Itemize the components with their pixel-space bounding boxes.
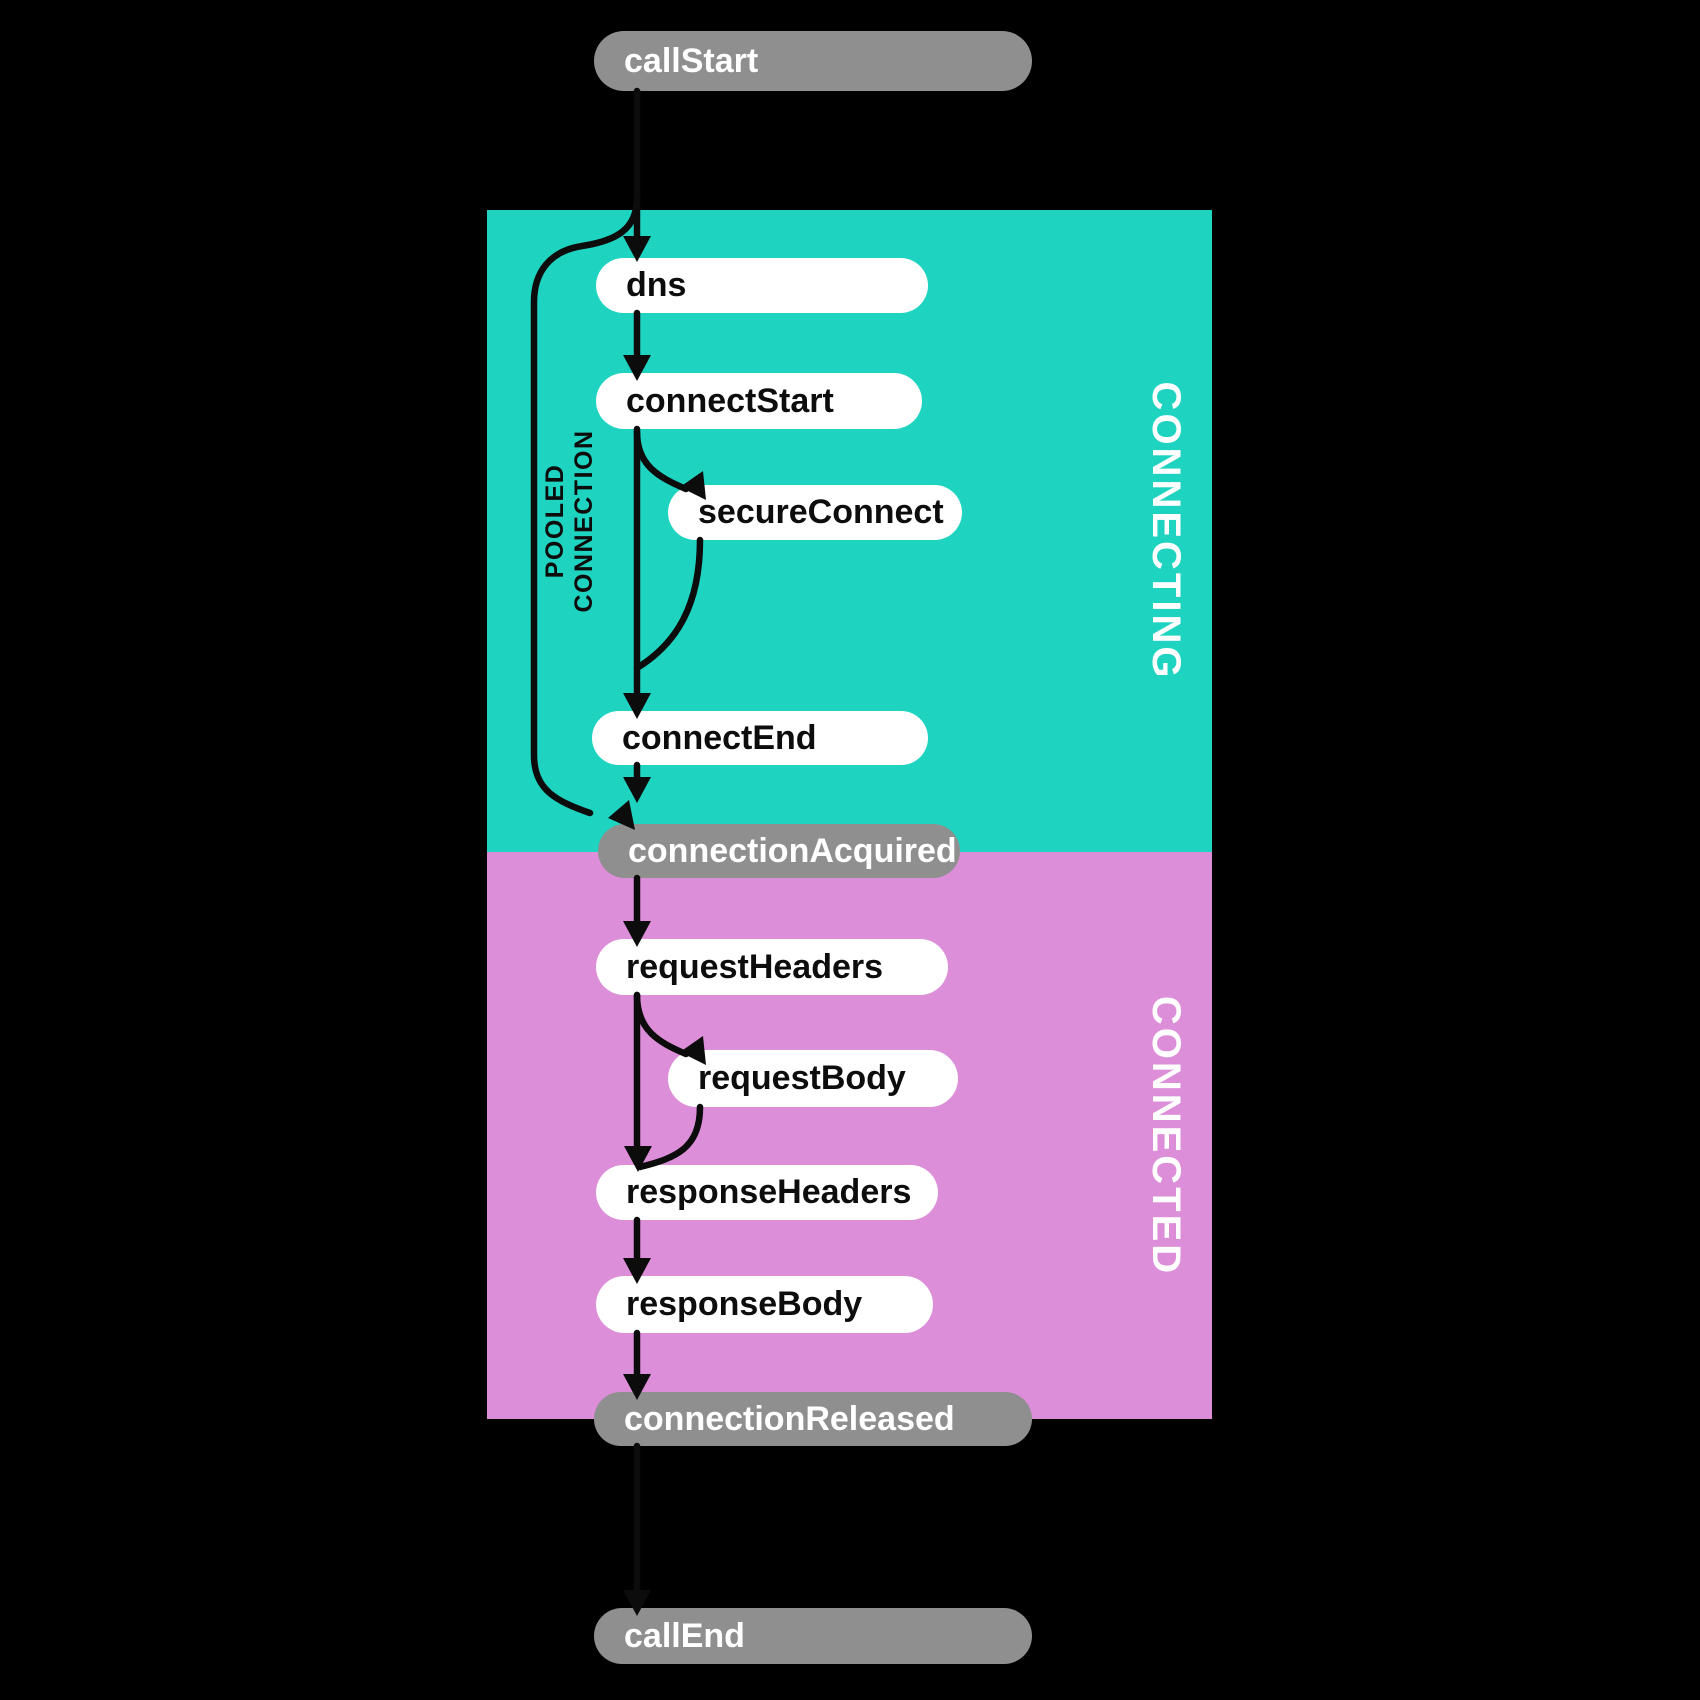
node-request-body: requestBody	[668, 1050, 958, 1107]
node-connection-released: connectionReleased	[594, 1392, 1032, 1446]
node-dns: dns	[596, 258, 928, 313]
node-call-start: callStart	[594, 31, 1032, 91]
connected-region: CONNECTED	[487, 852, 1212, 1419]
node-request-headers: requestHeaders	[596, 939, 948, 995]
connected-region-label: CONNECTED	[1144, 995, 1188, 1276]
node-connect-end: connectEnd	[592, 711, 928, 765]
node-response-headers: responseHeaders	[596, 1165, 938, 1220]
connecting-region-label: CONNECTING	[1144, 381, 1188, 681]
pooled-connection-label: POOLED CONNECTION	[541, 429, 598, 613]
node-call-end: callEnd	[594, 1608, 1032, 1664]
node-connection-acquired: connectionAcquired	[598, 824, 960, 878]
node-secure-connect: secureConnect	[668, 485, 962, 540]
node-response-body: responseBody	[596, 1276, 933, 1333]
node-connect-start: connectStart	[596, 373, 922, 429]
